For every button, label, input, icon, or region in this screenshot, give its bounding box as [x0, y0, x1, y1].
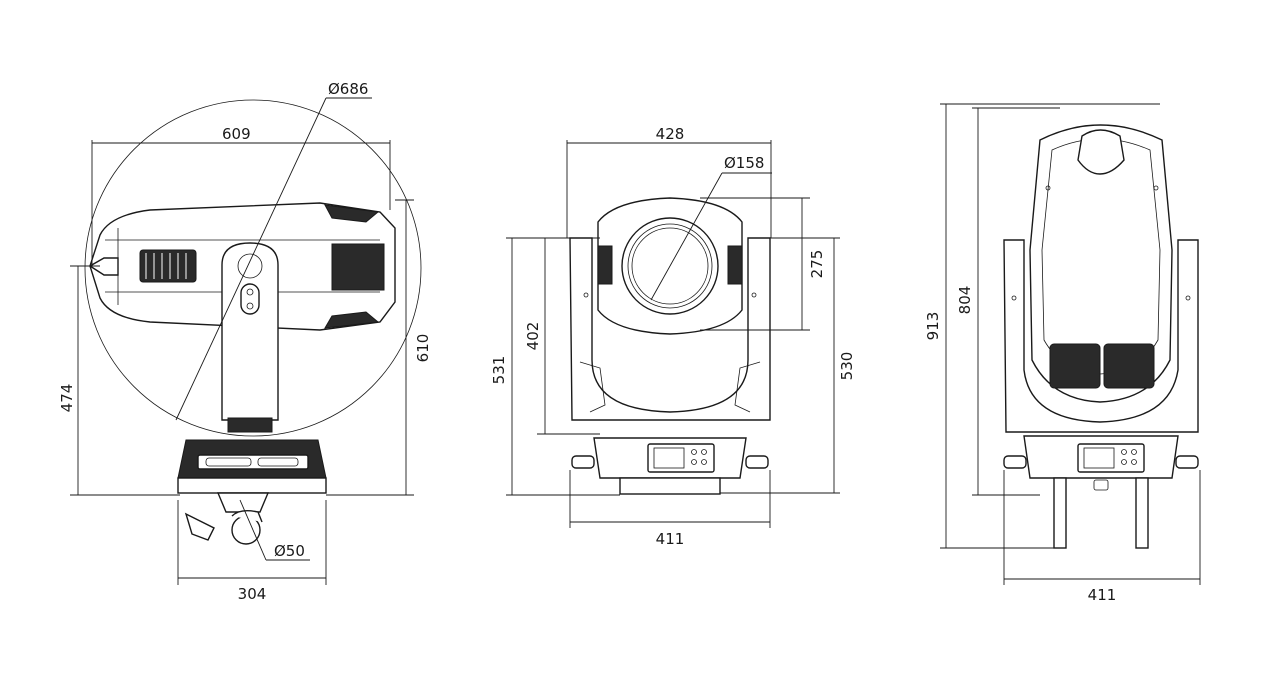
dim-head-height: 804 [956, 286, 974, 315]
dim-height-left: 474 [58, 384, 76, 413]
dim-head-width: 428 [656, 125, 685, 143]
dim-base-width: 411 [1088, 586, 1117, 604]
side-base [177, 439, 327, 494]
swing-radius-circle [84, 99, 422, 437]
dim-height-right: 610 [414, 334, 432, 363]
side-yoke [221, 242, 279, 433]
dim-base-width: 411 [656, 530, 685, 548]
back-yoke [1003, 239, 1199, 433]
side-clamp [184, 492, 270, 545]
back-head [1029, 124, 1173, 403]
dim-height-left: 531 [490, 356, 508, 385]
dim-lens-height: 275 [808, 250, 826, 279]
dim-yoke-height: 402 [524, 322, 542, 351]
dim-height-right: 530 [838, 352, 856, 381]
back-base [1003, 435, 1199, 549]
back-view: 913 804 411 [924, 103, 1201, 604]
side-view: Ø686 609 474 610 Ø50 304 [58, 80, 432, 603]
front-yoke [569, 237, 771, 421]
front-view: 428 Ø158 275 402 531 530 411 [490, 125, 856, 548]
dim-head-length: 609 [222, 125, 251, 143]
front-base [571, 437, 769, 495]
dim-total-height: 913 [924, 312, 942, 341]
dim-lens-diameter: Ø158 [724, 154, 764, 172]
dim-base-width: 304 [238, 585, 267, 603]
dim-overall-diameter: Ø686 [328, 80, 368, 98]
dim-clamp-diameter: Ø50 [274, 542, 305, 560]
